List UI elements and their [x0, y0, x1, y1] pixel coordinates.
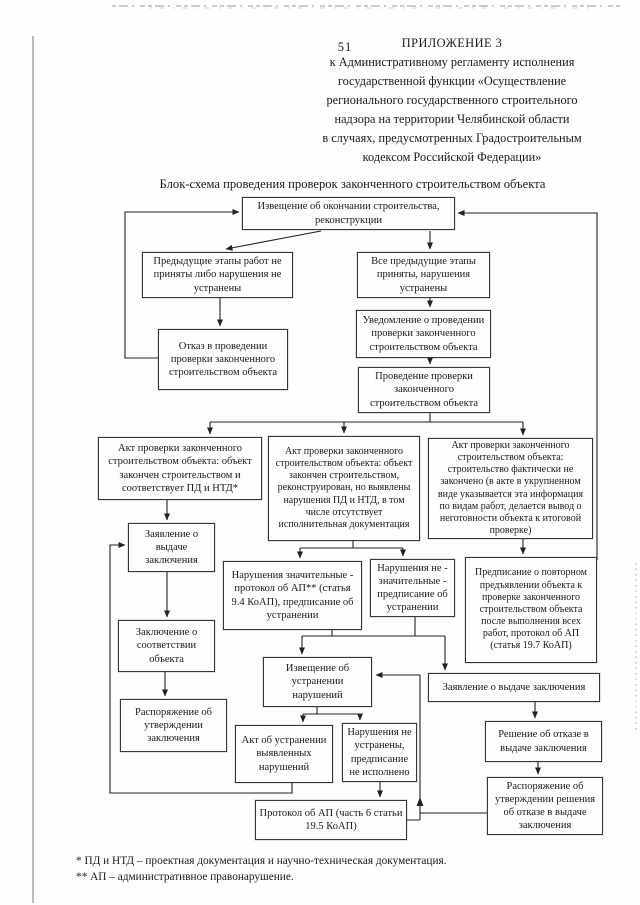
- flow-node-refusal-inspection: Отказ в проведении проверки законченного…: [158, 329, 288, 390]
- footnotes: * ПД и НТД – проектная документация и на…: [76, 853, 596, 885]
- flow-node-violations-minor: Нарушения не - значительные - предписани…: [370, 559, 455, 617]
- page-number: 51: [337, 40, 353, 54]
- flow-node-act-violations: Акт проверки законченного строительством…: [268, 436, 420, 541]
- flow-node-notice-end: Извещение об окончании строительства, ре…: [242, 197, 455, 230]
- flow-node-act-eliminated: Акт об устранении выявленных нарушений: [235, 725, 333, 783]
- footnote-pd-ntd: * ПД и НТД – проектная документация и на…: [76, 855, 447, 867]
- flow-node-elimination-notice: Извещение об устранении нарушений: [263, 657, 372, 707]
- diagram-title: Блок-схема проведения проверок законченн…: [159, 177, 546, 191]
- flow-node-conclusion: Заключение о соответствии объекта: [118, 620, 215, 672]
- flow-node-act-not-finished: Акт проверки законченного строительством…: [428, 438, 593, 539]
- flow-node-inspection: Проведение проверки законченного строите…: [358, 367, 490, 413]
- flow-node-protocol-ap: Протокол об АП (часть 6 статьи 19.5 КоАП…: [255, 800, 407, 840]
- header-line: кодексом Российской Федерации»: [362, 150, 542, 164]
- appendix-header: ПРИЛОЖЕНИЕ 3 к Административному регламе…: [283, 34, 621, 167]
- header-line: государственной функции «Осуществление: [337, 74, 567, 88]
- flow-node-act-ok: Акт проверки законченного строительством…: [98, 437, 262, 500]
- footnote-ap: ** АП – административное правонарушение.: [76, 871, 294, 883]
- flow-node-violations-major: Нарушения значительные - протокол об АП*…: [223, 561, 362, 630]
- flow-node-notification: Уведомление о проведении проверки законч…: [356, 310, 491, 358]
- flow-node-order-conclusion: Распоряжение об утверждении заключения: [120, 699, 227, 752]
- header-line: регионального государственного строитель…: [326, 93, 578, 107]
- flow-node-application-right: Заявление о выдаче заключения: [428, 673, 600, 702]
- header-line: к Административному регламенту исполнени…: [329, 55, 575, 69]
- flow-node-not-eliminated: Нарушения не устранены, предписание не и…: [342, 723, 417, 782]
- flow-node-all-accepted: Все предыдущие этапы приняты, нарушения …: [357, 252, 490, 298]
- header-line: надзора на территории Челябинской област…: [334, 112, 570, 126]
- header-line: в случаях, предусмотренных Градостроител…: [322, 131, 582, 145]
- flow-node-refusal-decision: Решение об отказе в выдаче заключения: [485, 721, 602, 762]
- flow-node-refusal-order: Распоряжение об утверждении решения об о…: [487, 777, 603, 835]
- flow-node-application-left: Заявление о выдаче заключения: [128, 523, 215, 572]
- flow-node-prev-not-accepted: Предыдущие этапы работ не приняты либо н…: [142, 252, 293, 298]
- appendix-label: ПРИЛОЖЕНИЕ 3: [401, 36, 503, 50]
- flow-node-repeat-presentation: Предписание о повторном предъявлении объ…: [465, 557, 597, 663]
